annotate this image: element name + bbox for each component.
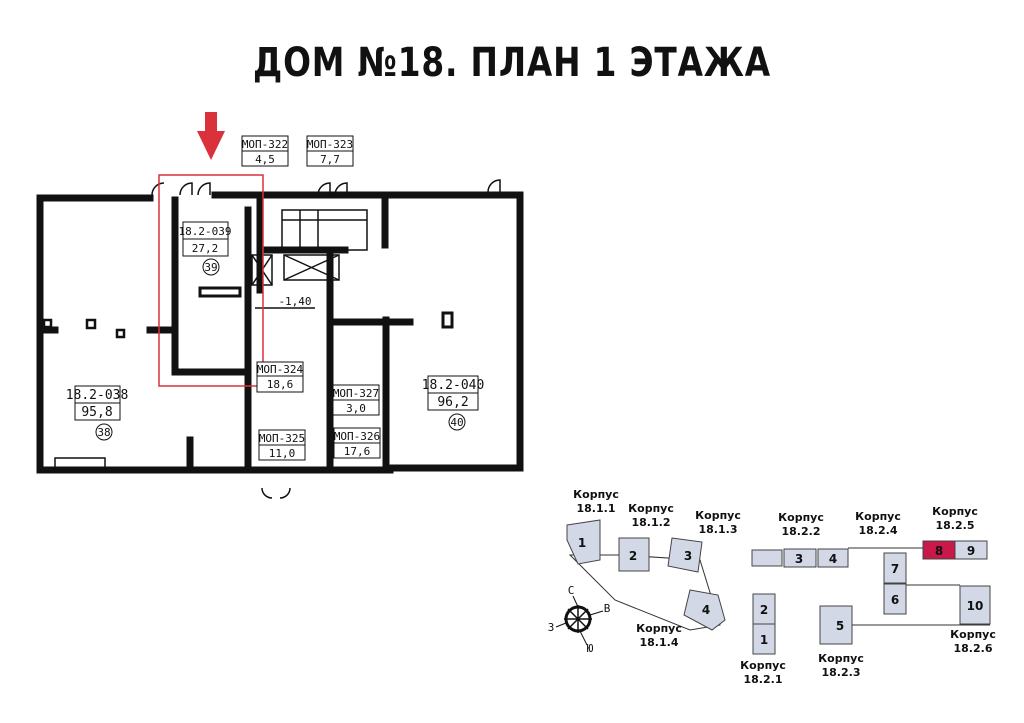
svg-text:18,6: 18,6	[267, 378, 294, 391]
svg-text:17,6: 17,6	[344, 445, 371, 458]
svg-text:95,8: 95,8	[81, 405, 112, 420]
svg-text:7,7: 7,7	[320, 153, 340, 166]
svg-text:18.2.2: 18.2.2	[782, 525, 821, 538]
room-18-2-039[interactable]: 18.2-039 27,2 39	[179, 221, 232, 276]
red-down-arrow-icon	[197, 112, 225, 160]
svg-text:2: 2	[760, 603, 768, 617]
svg-text:11,0: 11,0	[269, 447, 296, 460]
svg-text:27,2: 27,2	[192, 242, 219, 255]
svg-text:Корпус: Корпус	[636, 622, 682, 635]
svg-text:1: 1	[578, 536, 586, 550]
mop-327-label: МОП-327 3,0	[332, 384, 380, 416]
walls	[36, 191, 524, 474]
svg-text:З: З	[548, 621, 555, 634]
svg-text:96,2: 96,2	[437, 395, 468, 410]
svg-text:18.2-039: 18.2-039	[179, 225, 232, 238]
block-18-2-5: 5	[819, 605, 853, 645]
compass-rose-icon: С В Ю З	[548, 584, 611, 655]
svg-text:38: 38	[97, 426, 110, 439]
svg-text:18.2.3: 18.2.3	[822, 666, 861, 679]
svg-text:МОП-323: МОП-323	[307, 138, 353, 151]
block-6: 6	[883, 583, 907, 615]
svg-text:18.2.6: 18.2.6	[954, 642, 993, 655]
svg-text:МОП-324: МОП-324	[257, 363, 304, 376]
svg-text:Корпус: Корпус	[695, 509, 741, 522]
mop-324-label: МОП-324 18,6	[256, 361, 304, 393]
svg-text:3: 3	[795, 552, 803, 566]
highlighted-unit-frame	[158, 174, 264, 387]
svg-text:1: 1	[760, 633, 768, 647]
block-18-2-2: 2	[752, 593, 776, 625]
svg-text:Корпус: Корпус	[855, 510, 901, 523]
svg-text:МОП-327: МОП-327	[333, 387, 379, 400]
svg-text:С: С	[568, 584, 575, 597]
svg-text:4: 4	[702, 603, 710, 617]
block-18-2-4: 4	[817, 548, 849, 568]
mop-323-label: МОП-323 7,7	[306, 135, 354, 167]
mop-322-label: МОП-322 4,5	[241, 135, 289, 167]
svg-text:18.2-040: 18.2-040	[422, 378, 485, 393]
svg-text:7: 7	[891, 562, 899, 576]
svg-text:40: 40	[450, 416, 463, 429]
block-18-1-4: 4	[683, 589, 726, 631]
svg-text:Корпус: Корпус	[818, 652, 864, 665]
svg-text:18.2.5: 18.2.5	[936, 519, 975, 532]
svg-text:18.1.1: 18.1.1	[577, 502, 616, 515]
room-18-2-040[interactable]: 18.2-040 96,2 40	[422, 375, 485, 431]
svg-text:Корпус: Корпус	[932, 505, 978, 518]
svg-text:5: 5	[836, 619, 844, 633]
svg-text:18.1.4: 18.1.4	[640, 636, 679, 649]
svg-text:10: 10	[967, 599, 984, 613]
svg-text:8: 8	[935, 544, 943, 558]
svg-text:18.2-038: 18.2-038	[66, 388, 129, 403]
svg-text:18.1.2: 18.1.2	[632, 516, 671, 529]
svg-text:4: 4	[829, 552, 837, 566]
details: -1,40	[42, 179, 501, 499]
page-title: ДОМ №18. ПЛАН 1 ЭТАЖА	[253, 40, 771, 86]
svg-text:2: 2	[629, 549, 637, 563]
svg-text:Корпус: Корпус	[573, 488, 619, 501]
svg-text:6: 6	[891, 593, 899, 607]
svg-text:3,0: 3,0	[346, 402, 366, 415]
svg-text:18.2.1: 18.2.1	[744, 673, 783, 686]
block-9: 9	[954, 540, 988, 560]
svg-text:МОП-325: МОП-325	[259, 432, 305, 445]
mop-325-label: МОП-325 11,0	[258, 429, 306, 461]
svg-text:3: 3	[684, 549, 692, 563]
svg-text:4,5: 4,5	[255, 153, 275, 166]
svg-text:Ю: Ю	[587, 642, 594, 655]
block-18-1-2: 2	[618, 537, 650, 572]
block-10: 10	[959, 585, 991, 625]
svg-text:В: В	[604, 602, 611, 615]
svg-text:Корпус: Корпус	[628, 502, 674, 515]
svg-text:18.1.3: 18.1.3	[699, 523, 738, 536]
svg-text:Корпус: Корпус	[740, 659, 786, 672]
site-plan: 1 2 3 4 1 2 3 4 5 6 7 8 9 10 Корпус18.1.…	[548, 488, 996, 686]
mop-326-label: МОП-326 17,6	[333, 427, 381, 459]
svg-text:Корпус: Корпус	[778, 511, 824, 524]
block-8-selected[interactable]: 8	[922, 540, 956, 560]
svg-text:39: 39	[204, 261, 217, 274]
svg-text:Корпус: Корпус	[950, 628, 996, 641]
svg-text:9: 9	[967, 544, 975, 558]
block-18-1-3: 3	[667, 537, 703, 573]
svg-text:18.2.4: 18.2.4	[859, 524, 898, 537]
block-18-2-3: 3	[783, 548, 817, 568]
room-18-2-038[interactable]: 18.2-038 95,8 38	[66, 385, 129, 441]
block-7: 7	[883, 552, 907, 584]
level-mark: -1,40	[278, 295, 311, 308]
block-18-2-1: 1	[752, 623, 776, 655]
svg-text:МОП-322: МОП-322	[242, 138, 288, 151]
block-18-1-1: 1	[566, 519, 601, 565]
svg-text:МОП-326: МОП-326	[334, 430, 380, 443]
